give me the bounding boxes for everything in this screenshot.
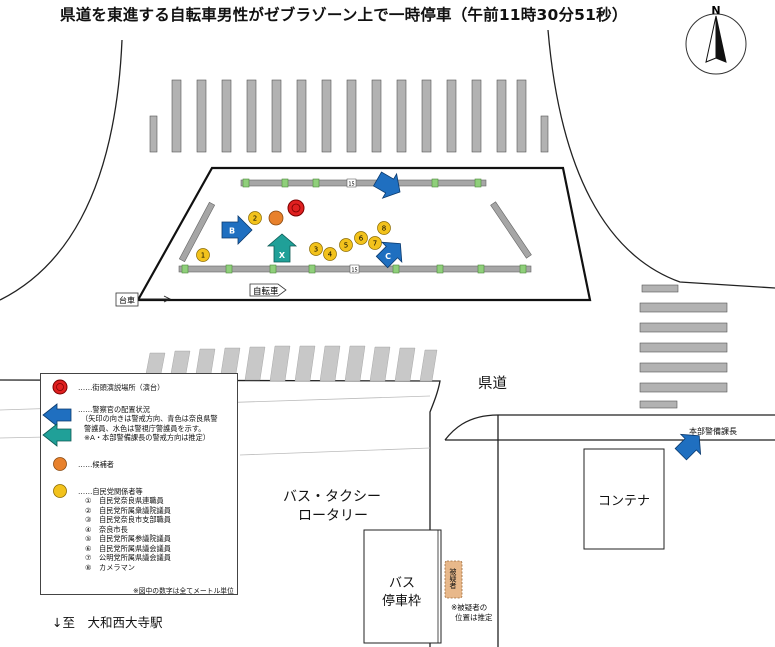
cart-marker: 台車 bbox=[115, 292, 172, 307]
bicycle-label: 自転車 bbox=[253, 286, 279, 297]
person-marker-5: 5 bbox=[339, 238, 353, 252]
curb-rotary-corner bbox=[444, 414, 499, 441]
legend-party-text: ……自民党関係者等 bbox=[78, 487, 143, 496]
suspect-note-2: 位置は推定 bbox=[455, 613, 493, 622]
container-label: コンテナ bbox=[598, 494, 651, 509]
legend-police-line3: 警護員、水色は警視庁警護員を示す。 bbox=[84, 423, 206, 433]
crosswalk-right bbox=[639, 284, 728, 409]
person-marker-3: 3 bbox=[309, 242, 323, 256]
bus-stop-label-2: 停車枠 bbox=[382, 594, 422, 609]
police-B-label: B bbox=[229, 227, 235, 236]
police-A-label: A bbox=[407, 197, 414, 206]
svg-text:4: 4 bbox=[328, 251, 333, 259]
person-marker-7: 7 bbox=[368, 236, 382, 250]
station-direction-label: ↓至 大和西大寺駅 bbox=[52, 615, 163, 630]
legend-candidate-swatch bbox=[53, 457, 67, 471]
legend-police-teal-swatch bbox=[42, 423, 72, 447]
svg-text:7: 7 bbox=[373, 240, 377, 248]
person-marker-1: 1 bbox=[196, 248, 210, 262]
police-marker-C: C bbox=[375, 241, 403, 269]
suspect-label: 被疑者 bbox=[449, 568, 457, 589]
svg-text:1: 1 bbox=[201, 252, 205, 260]
speech-site-marker bbox=[287, 199, 305, 217]
rail-distance-tags bbox=[346, 178, 360, 274]
bicycle-marker: 自転車 bbox=[249, 283, 287, 297]
party-members: 2 1 3 4 5 6 7 8 bbox=[196, 211, 391, 262]
bus-stop-label-1: バス bbox=[389, 576, 416, 591]
legend-candidate-text: ……候補者 bbox=[78, 460, 114, 469]
bus-rotary-label-2: ロータリー bbox=[298, 508, 368, 524]
svg-text:2: 2 bbox=[253, 215, 257, 223]
person-marker-8: 8 bbox=[377, 221, 391, 235]
road-label: 県道 bbox=[478, 376, 507, 392]
legend-speech-text: ……街頭演説場所（演台） bbox=[78, 383, 165, 392]
curb-top-left bbox=[0, 39, 123, 301]
rail-left bbox=[178, 201, 216, 263]
svg-text:3: 3 bbox=[314, 246, 318, 254]
person-marker-6: 6 bbox=[354, 231, 368, 245]
candidate-marker bbox=[268, 210, 284, 226]
bus-rotary-label-1: バス・タクシー bbox=[283, 489, 381, 505]
legend-police-line1: ……警察官の配置状況 bbox=[78, 405, 150, 414]
dist-tag-top: 15 bbox=[348, 182, 354, 188]
police-marker-hq-chief bbox=[674, 433, 702, 461]
compass-label: N bbox=[711, 4, 720, 17]
svg-text:8: 8 bbox=[382, 225, 386, 233]
legend: ……街頭演説場所（演台） ……警察官の配置状況 （矢印の向きは警戒方向、青色は奈… bbox=[40, 373, 238, 595]
compass-icon bbox=[685, 13, 747, 75]
guard-rails: 15 15 bbox=[178, 178, 532, 274]
container-building bbox=[583, 448, 665, 550]
legend-police-line4: ※A・本部警備課長の警戒方向は推定） bbox=[84, 433, 210, 443]
hq-chief-label: 本部警備課長 bbox=[689, 427, 737, 436]
police-marker-X: X bbox=[266, 233, 298, 263]
map-title: 県道を東進する自転車男性がゼブラゾーン上で一時停車（午前11時30分51秒） bbox=[60, 6, 628, 24]
legend-police-line2: （矢印の向きは警戒方向、青色は奈良県警 bbox=[81, 414, 218, 424]
dist-tag-bottom: 15 bbox=[351, 268, 357, 274]
zebra-zone bbox=[144, 345, 438, 382]
suspect-note-1: ※被疑者の bbox=[451, 603, 488, 612]
curb-top-right bbox=[547, 29, 775, 289]
road-curbs bbox=[0, 29, 775, 647]
legend-police-text: ……警察官の配置状況 （矢印の向きは警戒方向、青色は奈良県警 警護員、水色は警視… bbox=[78, 405, 218, 443]
svg-text:5: 5 bbox=[344, 242, 348, 250]
person-marker-4: 4 bbox=[323, 247, 337, 261]
suspect-marker bbox=[444, 560, 463, 599]
legend-party-swatch bbox=[53, 484, 67, 498]
legend-police-blue-swatch bbox=[42, 403, 72, 427]
crosswalk-top bbox=[149, 79, 549, 153]
legend-swatches bbox=[42, 379, 72, 498]
legend-footnote: ※図中の数字は全てメートル単位 bbox=[133, 587, 234, 595]
rail-top bbox=[240, 179, 487, 187]
rail-right bbox=[490, 201, 532, 259]
police-marker-B: B bbox=[221, 215, 253, 245]
person-marker-2: 2 bbox=[248, 211, 262, 225]
rail-nodes bbox=[181, 178, 527, 274]
cart-label: 台車 bbox=[119, 295, 135, 305]
police-X-label: X bbox=[279, 251, 286, 260]
legend-speech-swatch bbox=[52, 379, 68, 395]
curb-bottom-left bbox=[0, 379, 441, 647]
police-marker-A: A bbox=[372, 171, 414, 206]
police-C-label: C bbox=[385, 252, 391, 261]
svg-text:6: 6 bbox=[359, 235, 364, 243]
bus-stop-frame bbox=[363, 529, 442, 644]
